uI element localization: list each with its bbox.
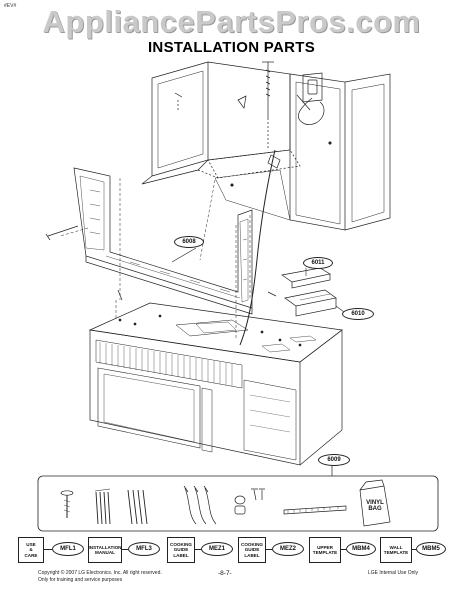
doc-box-use-care: USE & CARE [18, 537, 44, 563]
doc-code-mez2: MEZ2 [272, 542, 304, 556]
kit-rail [283, 505, 347, 515]
doc-connector [412, 549, 416, 550]
doc-box-cooking-guide-1: COOKING GUIDE LABEL [167, 537, 195, 563]
top-bolt [262, 61, 274, 150]
doc-box-upper-template: UPPER TEMPLATE [309, 537, 341, 563]
kit-screws-set-2 [127, 489, 148, 525]
callout-6008: 6008 [174, 236, 204, 248]
doc-code-mez1: MEZ1 [201, 542, 233, 556]
kit-clips [183, 485, 217, 525]
kit-bolt [60, 490, 74, 518]
copyright-line-1: Copyright © 2007 LG Electronics. Inc. Al… [38, 570, 162, 576]
vinyl-bag-shape [359, 479, 391, 527]
page-number: -8-7- [218, 570, 232, 577]
alignment-lines [59, 178, 251, 340]
left-screw [45, 225, 79, 241]
doc-box-wall-template: WALL TEMPLATE [380, 537, 412, 563]
callout-6011: 6011 [303, 257, 333, 269]
doc-code-mbm4: MBM4 [346, 542, 376, 556]
small-screws-mid [117, 289, 277, 301]
doc-connector [195, 549, 201, 550]
small-screws-top [174, 92, 247, 110]
copyright-line-2: Only for training and service purposes [38, 577, 123, 583]
microwave-oven [88, 302, 343, 466]
power-cord [239, 149, 281, 346]
callout-6009: 6009 [318, 454, 350, 466]
doc-connector [266, 549, 272, 550]
doc-code-mbm5: MBM5 [416, 542, 446, 556]
watermark: AppliancePartsPros.com [42, 4, 421, 39]
kit-strap [234, 495, 246, 515]
corner-tag: #EV# [4, 3, 17, 9]
kit-small-screws [251, 488, 265, 501]
cabinet-underside-panel [197, 149, 301, 179]
doc-connector [341, 549, 346, 550]
doc-code-mfl3: MFL3 [128, 542, 160, 556]
doc-connector [122, 549, 128, 550]
bracket-6010 [284, 289, 337, 317]
mounting-frame [73, 167, 253, 315]
wall-outlet [296, 72, 325, 125]
bracket-6011 [281, 267, 331, 289]
doc-code-mfl1: MFL1 [52, 542, 84, 556]
doc-box-installation-manual: INSTALLATION MANUAL [88, 537, 122, 563]
doc-connector [44, 549, 52, 550]
callout-6010: 6010 [342, 308, 374, 320]
kit-box [37, 466, 439, 532]
internal-use-note: LGE Internal Use Only [368, 570, 419, 576]
vinyl-bag-label: VINYL BAG [366, 500, 384, 513]
doc-box-cooking-guide-2: COOKING GUIDE LABEL [238, 537, 266, 563]
page-title: INSTALLATION PARTS [147, 39, 316, 56]
wall-cabinet-right [214, 73, 391, 231]
kit-screws-set-1 [94, 488, 111, 525]
